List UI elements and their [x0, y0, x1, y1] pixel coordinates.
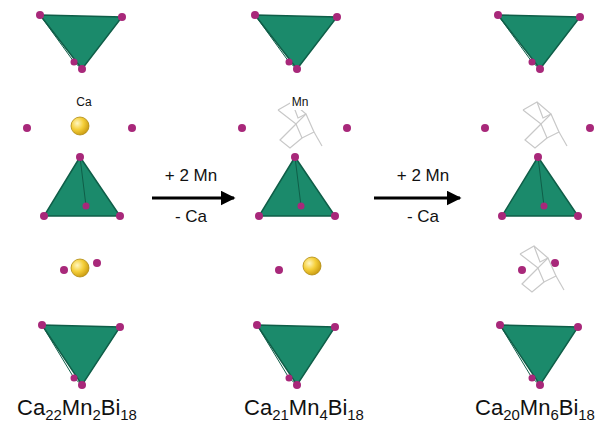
- reaction-label: - Ca: [405, 207, 441, 227]
- formula-label: Ca20Mn6Bi18: [462, 395, 608, 424]
- formula-label: Ca22Mn2Bi18: [4, 395, 150, 424]
- reaction-label: + 2 Mn: [395, 166, 451, 186]
- atom-label: Ca: [74, 96, 93, 110]
- structure-panel: Ca22Mn2Bi18: [4, 0, 150, 426]
- formula-label: Ca21Mn4Bi18: [236, 395, 372, 424]
- reaction-arrow: [152, 197, 234, 200]
- reaction-label: - Ca: [173, 207, 209, 227]
- structure-panel: Ca21Mn4Bi18: [236, 0, 372, 426]
- reaction-label: + 2 Mn: [163, 166, 219, 186]
- structure-panel: Ca20Mn6Bi18: [462, 0, 608, 426]
- atom-label: Mn: [290, 96, 311, 110]
- reaction-arrow: [374, 197, 460, 200]
